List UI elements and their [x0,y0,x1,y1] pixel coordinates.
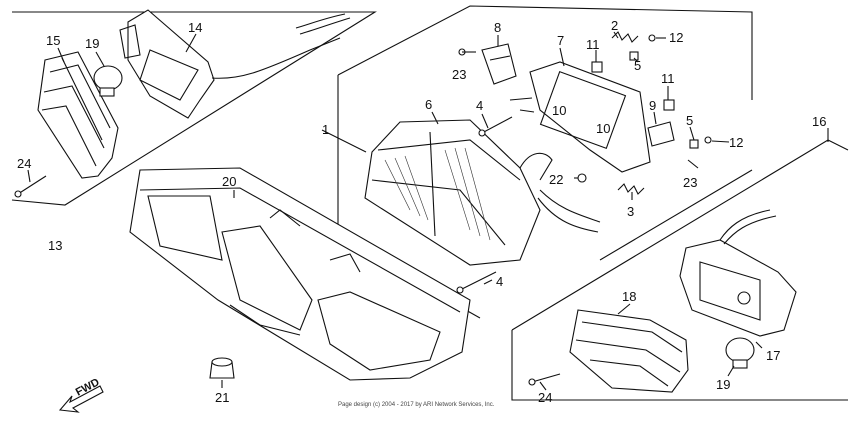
headlight-bracket [509,61,651,173]
part-label-16: 16 [812,114,826,129]
grommet-21 [209,357,235,379]
leader-lines [27,31,829,391]
screw-23-upper [458,48,476,56]
bracket-clip [481,43,517,85]
left-turn-signal-lens [37,51,119,179]
part-label-4-lower: 4 [496,274,503,289]
front-cowl [129,167,471,381]
headlight-unit [364,119,601,266]
part-label-5-a: 5 [634,58,641,73]
screw-22 [577,173,587,183]
forward-arrow-icon: FWD [58,376,104,413]
part-label-23-a: 23 [452,67,466,82]
adjusting-spring-lower [617,183,645,195]
part-label-10-b: 10 [596,121,610,136]
part-label-17: 17 [766,348,780,363]
nut-5-b [689,139,699,149]
part-label-2: 2 [611,18,618,33]
part-label-9: 9 [649,98,656,113]
part-label-18: 18 [622,289,636,304]
part-label-11-a: 11 [586,37,600,52]
part-label-10-a: 10 [552,103,566,118]
copyright-text: Page design (c) 2004 - 2017 by ARI Netwo… [338,402,495,408]
left-turn-signal-housing [119,9,351,119]
part-label-5-b: 5 [686,113,693,128]
group-frame-left-turn-signal [11,11,377,206]
screw-4-lower [456,271,497,294]
nut-11-a [591,61,603,73]
right-turn-signal-lens [569,309,689,393]
part-label-13: 13 [48,238,62,253]
part-label-14: 14 [188,20,202,35]
part-label-22: 22 [549,172,563,187]
part-label-20: 20 [222,174,236,189]
part-label-15: 15 [46,33,60,48]
screw-12-a [648,34,656,42]
part-label-6: 6 [425,97,432,112]
right-turn-signal-housing [679,209,797,337]
part-label-7: 7 [557,33,564,48]
part-label-8: 8 [494,20,501,35]
part-label-11-b: 11 [661,71,675,86]
screw-4-upper [478,116,513,137]
part-label-23-b: 23 [683,175,697,190]
left-screw [14,175,47,198]
left-turn-signal-bulb [93,65,123,97]
right-turn-signal-bulb [725,337,755,369]
screw-12-b [704,136,712,144]
part-label-12-b: 12 [729,135,743,150]
nut-5-a [629,51,639,61]
right-screw [528,373,561,386]
part-label-19-a: 19 [85,36,99,51]
plate-9 [647,121,675,147]
part-label-21: 21 [215,390,229,405]
part-label-24-b: 24 [538,390,552,405]
part-label-12-a: 12 [669,30,683,45]
part-labels: 1 2 3 4 4 5 5 6 7 8 9 10 10 11 11 12 12 … [17,18,826,405]
adjusting-spring-top [611,31,639,43]
part-label-24-a: 24 [17,156,31,171]
screw-23-lower [687,159,699,169]
nut-11-b [663,99,675,111]
part-label-4-upper: 4 [476,98,483,113]
part-label-1: 1 [322,122,329,137]
part-label-3: 3 [627,204,634,219]
part-label-19-b: 19 [716,377,730,392]
